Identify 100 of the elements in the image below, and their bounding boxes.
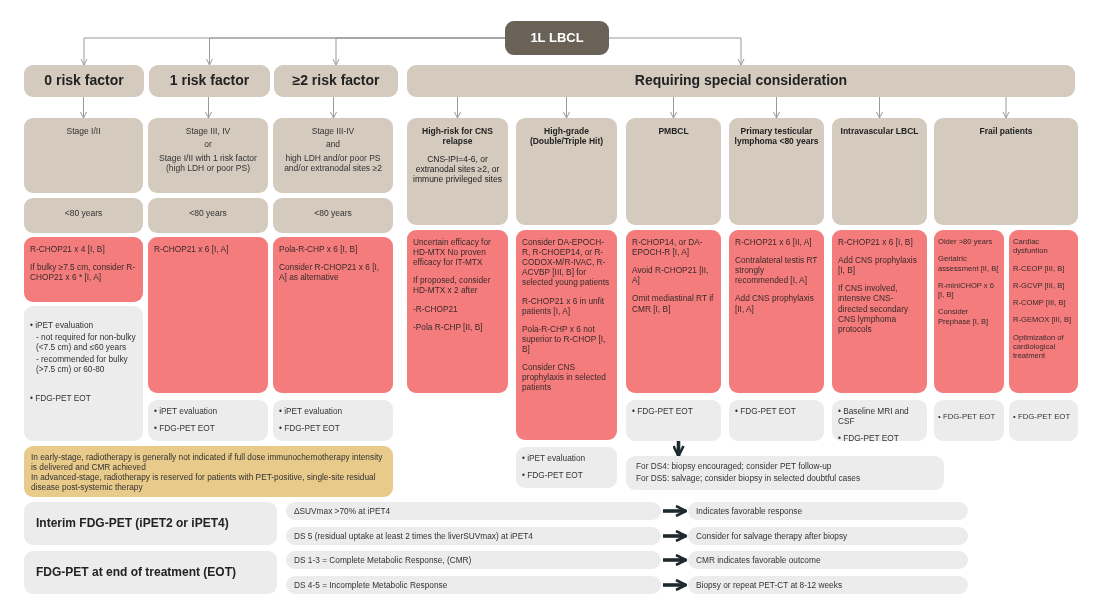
box-text: Biopsy or repeat PET-CT at 8-12 weeks <box>696 579 844 591</box>
box-title: FDG-PET at end of treatment (EOT) <box>36 565 237 580</box>
arrow <box>454 96 461 119</box>
box-text: • FDG-PET EOT <box>279 423 341 434</box>
box-title: 1 risk factor <box>168 72 251 90</box>
treatment-box <box>832 230 927 393</box>
box-text: <80 years <box>188 208 228 219</box>
box-text: • FDG-PET EOT <box>838 433 900 444</box>
box-text: Pola-R-CHP x 6 not superior to R-CHOP [I, B] <box>522 323 607 355</box>
box-text: Add CNS prophylaxis [I, B] <box>838 255 918 276</box>
arrow <box>876 96 883 119</box>
criteria-box <box>934 118 1078 225</box>
box-text: Consider CNS prophylaxis in selected patients <box>522 362 607 393</box>
note-box <box>626 456 944 490</box>
evaluation-box <box>626 400 721 441</box>
criteria-box <box>516 118 617 225</box>
arrow <box>332 37 506 66</box>
box-text: or <box>203 139 213 150</box>
criterion-box <box>688 551 968 569</box>
box-text: Add CNS prophylaxis [II, A] <box>735 293 815 314</box>
box-text: R-CHOP21 x 6 [I, A] <box>154 244 230 255</box>
treatment-box <box>516 230 617 440</box>
box-title: Primary testicular lymphoma <80 years <box>734 126 819 147</box>
arrow <box>663 578 688 592</box>
box-text: R-CHOP21 x 6 [I, B] <box>838 237 914 248</box>
box-text: In advanced-stage, radiotherapy is reserved for patients with PET-positive, single-site residual disease post-systemic therapy <box>31 472 377 493</box>
treatment-box <box>1009 230 1078 393</box>
box-text: DS 1-3 = Complete Metabolic Response, (CMR) <box>294 554 473 566</box>
criteria-box <box>148 118 268 193</box>
box-text: • iPET evaluation <box>522 453 587 464</box>
arrow <box>205 96 212 119</box>
box-text: high LDH and/or poor PS and/or extranodal sites ≥2 <box>283 152 383 174</box>
treatment-box <box>729 230 824 393</box>
criteria-box <box>626 118 721 225</box>
box-text: For DS4: biopsy encouraged; consider PET follow-up <box>636 461 833 472</box>
age-box <box>148 198 268 233</box>
arrow <box>672 439 685 458</box>
box-text: R-CHOP21 x 4 [I, B] <box>30 244 106 255</box>
box-text: • iPET evaluation <box>154 406 219 417</box>
arrow <box>663 553 688 567</box>
box-text: In early-stage, radiotherapy is generally not indicated if full dose immunochemotherapy intensity is delivered and CMR achieved <box>31 452 384 473</box>
box-text: Stage I/II <box>65 126 102 137</box>
criterion-box <box>688 502 968 520</box>
box-title: 1L LBCL <box>529 30 585 46</box>
category-header <box>149 65 270 97</box>
box-text: CMR indicates favorable outcome <box>696 554 822 566</box>
box-text: • iPET evaluation <box>279 406 344 417</box>
box-text: R-CHOP21 x 6 in unfit patients [I, A] <box>522 295 606 316</box>
box-title: ≥2 risk factor <box>291 72 381 90</box>
box-title: Interim FDG-PET (iPET2 or iPET4) <box>36 516 230 531</box>
box-text: <80 years <box>313 208 353 219</box>
box-title: Frail patients <box>978 126 1034 137</box>
treatment-box <box>934 230 1004 393</box>
box-text: • FDG-PET EOT <box>632 406 694 417</box>
box-text: - recommended for bulky (>7.5 cm) or 60-80 <box>35 354 129 375</box>
box-text: • FDG-PET EOT <box>154 423 216 434</box>
note-box <box>24 446 393 497</box>
box-text: • FDG-PET EOT <box>522 470 584 481</box>
box-text: Contralateral testis RT strongly recommended [I, A] <box>735 255 818 286</box>
treatment-box <box>407 230 508 393</box>
box-title: Requiring special consideration <box>633 72 849 90</box>
box-text: For DS5: salvage; consider biopsy in selected doubtful cases <box>636 473 862 484</box>
box-text: CNS-IPI=4-6, or extranodal sites ≥2, or immune privileged sites <box>412 153 503 185</box>
box-text: Stage III-IV <box>310 126 356 137</box>
box-text: Indicates favorable response <box>696 505 804 517</box>
box-text: Consider R-CHOP21 x 6 [I, A] as alternative <box>279 262 381 283</box>
treatment-box <box>273 237 393 393</box>
box-text: Avoid R-CHOP21 [II, A] <box>632 265 710 286</box>
arrow <box>663 529 688 543</box>
category-header <box>24 65 144 97</box>
box-text: Uncertain efficacy for HD-MTX No proven efficacy for IT-MTX <box>413 237 492 268</box>
box-title: High-grade (Double/Triple Hit) <box>528 126 605 147</box>
criteria-box <box>273 118 393 193</box>
box-text: Omit mediastinal RT if CMR [I, B] <box>632 293 715 314</box>
age-box <box>24 198 143 233</box>
box-text: Stage III, IV <box>184 126 232 137</box>
criterion-box <box>688 527 968 545</box>
box-title: Intravascular LBCL <box>839 126 920 137</box>
arrow <box>330 96 337 119</box>
arrow <box>663 504 688 518</box>
box-text: If CNS involved, intensive CNS-directed secondary CNS lymphoma protocols <box>838 283 910 334</box>
arrow <box>773 96 780 119</box>
root-box <box>505 21 609 55</box>
arrow <box>563 96 570 119</box>
box-text: - not required for non-bulky (<7.5 cm) and ≤60 years <box>35 332 137 353</box>
arrow <box>1002 96 1010 119</box>
criteria-box <box>24 118 143 193</box>
arrow <box>608 37 745 66</box>
box-text: DS 4-5 = Incomplete Metabolic Response <box>294 579 449 591</box>
arrow <box>670 96 677 119</box>
treatment-box <box>24 237 143 302</box>
criteria-box <box>729 118 824 225</box>
criterion-box <box>688 576 968 594</box>
box-text: • FDG-PET EOT <box>735 406 797 417</box>
treatment-box <box>626 230 721 393</box>
box-text: -R-CHOP21 <box>413 303 459 314</box>
box-text: If proposed, consider HD-MTX x 2 after <box>413 275 492 296</box>
box-text: • iPET evaluation <box>30 320 95 331</box>
age-box <box>273 198 393 233</box>
box-text: R-CHOP21 x 6 [II, A] <box>735 237 813 248</box>
